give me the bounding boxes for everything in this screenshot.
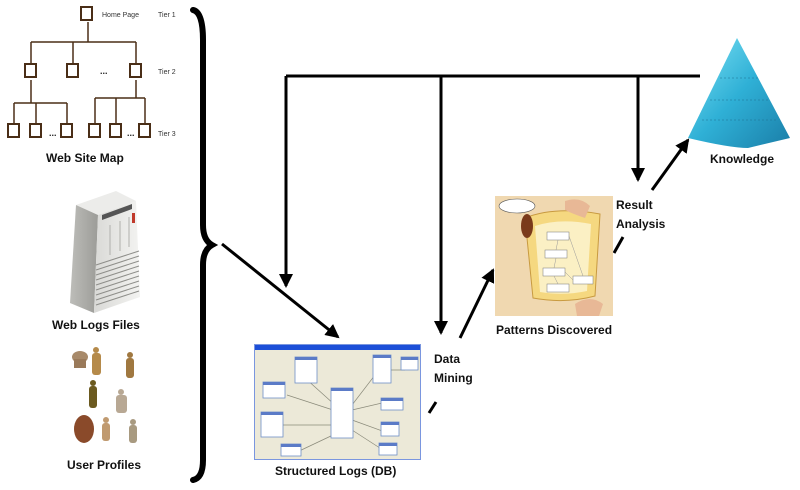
- scroll-icon: [498, 198, 603, 316]
- page-node-tier3: [29, 123, 42, 138]
- page-node-tier3: [60, 123, 73, 138]
- ellipsis: ...: [100, 66, 108, 76]
- tier-1-label: Tier 1: [158, 12, 176, 19]
- home-page-label: Home Page: [102, 12, 139, 19]
- tier-2-label: Tier 2: [158, 69, 176, 76]
- page-node-tier3: [88, 123, 101, 138]
- page-node-tier2: [129, 63, 142, 78]
- ellipsis: ...: [49, 128, 57, 138]
- pyramid-icon: [688, 38, 790, 148]
- arrow-to-structured-logs: [221, 242, 340, 339]
- web-logs-label: Web Logs Files: [52, 318, 140, 332]
- grouping-brace: [190, 7, 219, 483]
- page-node-tier3: [109, 123, 122, 138]
- page-node-tier2: [66, 63, 79, 78]
- result-analysis-label-line2: Analysis: [616, 217, 666, 231]
- page-node-tier3: [138, 123, 151, 138]
- user-profiles-label: User Profiles: [67, 458, 142, 472]
- result-analysis-label-line1: Result: [616, 198, 653, 212]
- data-mining-label-line1: Data: [434, 352, 461, 366]
- structured-logs-label: Structured Logs (DB): [275, 464, 397, 478]
- arrow-to-patterns: [458, 268, 495, 339]
- page-node-tier3: [7, 123, 20, 138]
- data-mining-tick: [427, 401, 438, 414]
- tier-3-label: Tier 3: [158, 131, 176, 138]
- web-site-map-label: Web Site Map: [46, 151, 124, 165]
- db-schema-diagram: [260, 354, 419, 457]
- patterns-discovered-label: Patterns Discovered: [496, 323, 613, 337]
- data-mining-label-line2: Mining: [434, 371, 473, 385]
- ellipsis: ...: [127, 128, 135, 138]
- site-map-connectors: [13, 22, 146, 123]
- db-window-titlebar: [255, 345, 420, 350]
- page-node-tier2: [24, 63, 37, 78]
- scroll-image: [495, 196, 613, 316]
- server-icon: [70, 191, 140, 313]
- page-node-home: [80, 6, 93, 21]
- result-analysis-tick: [612, 236, 625, 254]
- knowledge-label: Knowledge: [710, 152, 775, 166]
- people-icon: [72, 347, 137, 443]
- arrow-to-knowledge: [650, 138, 690, 191]
- db-window: [254, 344, 421, 460]
